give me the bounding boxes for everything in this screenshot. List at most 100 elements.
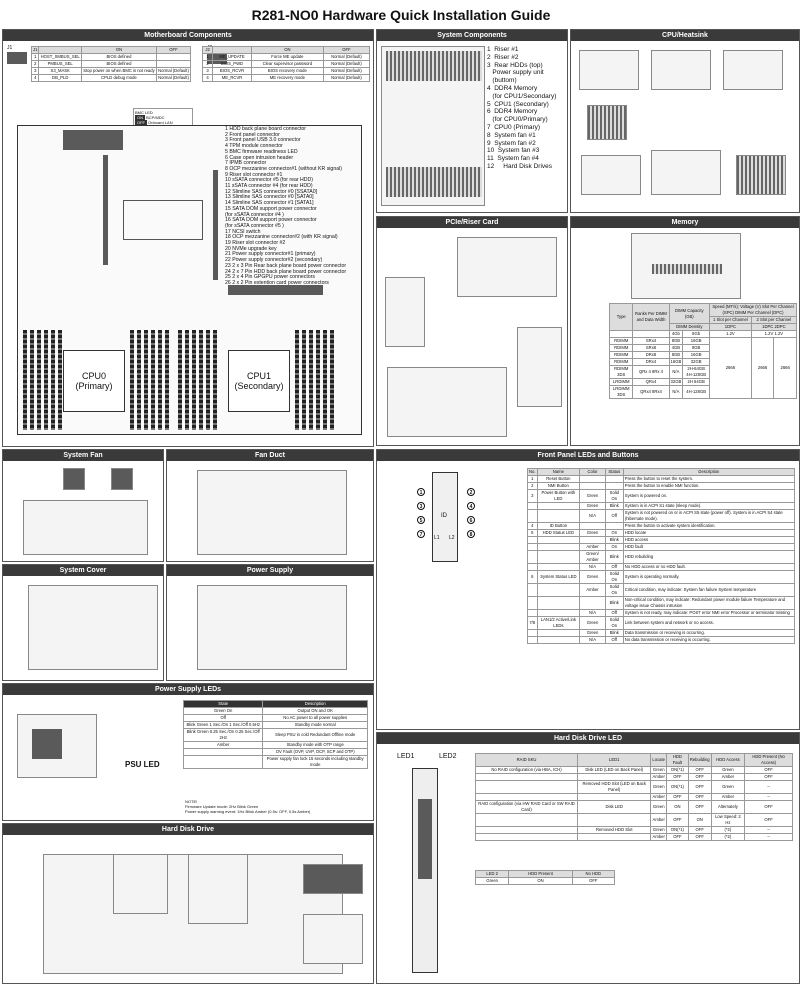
j1-cell: HOST_SMBUS_SEL <box>38 53 82 61</box>
front-cell <box>527 543 538 551</box>
front-callout-4: 4 <box>467 502 475 510</box>
front-cell: Green <box>579 570 606 584</box>
memory-cell: DRx8 <box>632 351 670 359</box>
j2-cell <box>212 46 252 54</box>
front-cell <box>536 629 581 637</box>
cpu-step-1 <box>579 50 639 90</box>
front-cell <box>536 563 581 571</box>
front-header-cell: No. <box>527 468 538 476</box>
front-cell <box>579 522 606 530</box>
psu-cell: Blink Green 0.25 Sec./On 0.25 Sec./Off 2… <box>182 728 264 742</box>
system-list-item: 7 CPU0 (Primary) <box>487 123 541 131</box>
front-cell: Blink <box>604 629 624 637</box>
dimm-slot <box>323 330 327 430</box>
hdd-cell: Disk LED <box>577 800 652 814</box>
memory-cell: QRx4 8Rx4 <box>632 385 670 399</box>
dimm-slot <box>137 330 141 430</box>
hdd2-header-cell: No HDD <box>571 870 616 878</box>
system-list-item: 3 Rear HDDs (top) <box>487 61 543 69</box>
front-cell <box>536 596 581 610</box>
psu-header-cell: State <box>182 700 264 708</box>
hdd-cell <box>474 773 579 781</box>
hdd-cell <box>474 780 579 794</box>
mb-list-item: 10 sSATA connector #5 (for rear HDD) <box>225 177 314 184</box>
hdd-cell: Amber <box>710 793 746 801</box>
server-rear-view <box>457 237 557 297</box>
front-cell <box>527 609 538 617</box>
mb-list-item: 8 OCP mezzanine connector#1 (without KR … <box>225 165 342 172</box>
mem-h-v1: 1.2V <box>709 330 752 338</box>
memory-cell: SRx8 <box>632 344 670 352</box>
hdd-cell: No RAID configuration (via HBA, ICH) <box>474 766 579 774</box>
front-cell: Off <box>604 563 624 571</box>
system-cover-drawing <box>28 585 158 670</box>
psu-cell: Standby mode with OTP range <box>262 741 368 749</box>
heatsink-1 <box>587 105 627 140</box>
led1-label: LED1 <box>397 753 415 760</box>
j1-cell: DB_PLD <box>38 74 82 82</box>
fan-duct-panel: Fan Duct <box>166 449 374 562</box>
power-supply-drawing <box>197 585 347 670</box>
front-cell: Link between system and network or no ac… <box>622 616 796 630</box>
memory-cell: 2H-64GB 4H-128GB <box>682 365 711 379</box>
hdd-header-cell: RAID SKU <box>474 753 579 767</box>
dimm-slot <box>213 330 217 430</box>
riser-card-2 <box>517 327 562 407</box>
mb-list-item: 14 Slimline SAS connector #1 [SATA1] <box>225 200 314 207</box>
hdd2-cell: ON <box>508 877 573 885</box>
hdd-cell: Green <box>650 780 667 794</box>
led2-label: LED2 <box>439 753 457 760</box>
front-cell <box>527 636 538 644</box>
mb-list-item: 11 sSATA connector #4 (for rear HDD) <box>225 183 313 190</box>
front-cell: Green <box>579 629 606 637</box>
front-cell: Green <box>579 616 606 630</box>
j1-cell: J1 <box>30 46 40 54</box>
cpu0-socket: CPU0 (Primary) <box>63 350 125 412</box>
j2-cell: Force ME update <box>250 53 324 61</box>
hdd-cell: Removed HDD Slot <box>577 826 652 834</box>
memory-cell: 16GB <box>682 351 711 359</box>
mem-h-density: DIMM Density <box>668 323 711 331</box>
id-button[interactable]: ID <box>441 513 447 519</box>
system-list-item: 1 Riser #1 <box>487 46 519 53</box>
front-cell <box>527 502 538 510</box>
front-cell: Off <box>604 636 624 644</box>
front-cell <box>527 596 538 610</box>
fan-module-1 <box>63 468 85 490</box>
cpu1-role: (Secondary) <box>234 381 284 391</box>
system-components-header: System Components <box>377 30 567 41</box>
front-panel-header: Front Panel LEDs and Buttons <box>377 450 799 461</box>
hdd-cell: ON <box>687 813 712 827</box>
hdd2-header-cell: HDD Present <box>508 870 573 878</box>
front-cell: LAN1/2 Active/Link LEDs <box>536 616 581 630</box>
mb-list-item: (for sSATA connector #4 ) <box>225 211 284 218</box>
front-cell: N/A <box>579 563 606 571</box>
memory-cell: RDIMM 3DS <box>608 365 634 379</box>
system-list-item: 12 Hard Disk Drives <box>487 162 553 170</box>
pcie-riser-header: PCIe/Riser Card <box>377 217 567 228</box>
j1-cell <box>155 60 192 68</box>
front-cell: System is powered on. <box>622 489 796 503</box>
cpu-step-2 <box>651 50 711 90</box>
mb-list-item: 22 Power supply connector#2 (secondary) <box>225 257 323 264</box>
memory-speed-cell: 2666 <box>750 337 775 399</box>
psu-cell: No AC power to all power supplies <box>262 714 368 722</box>
front-callout-5: 5 <box>417 516 425 524</box>
hdd-cell: OFF <box>687 793 712 801</box>
hdd-header-cell: Locate <box>650 753 667 767</box>
psu-cell: Power supply fan lock 15 seconds includi… <box>262 755 368 769</box>
system-list-item: (for CPU0/Primary) <box>487 116 548 124</box>
